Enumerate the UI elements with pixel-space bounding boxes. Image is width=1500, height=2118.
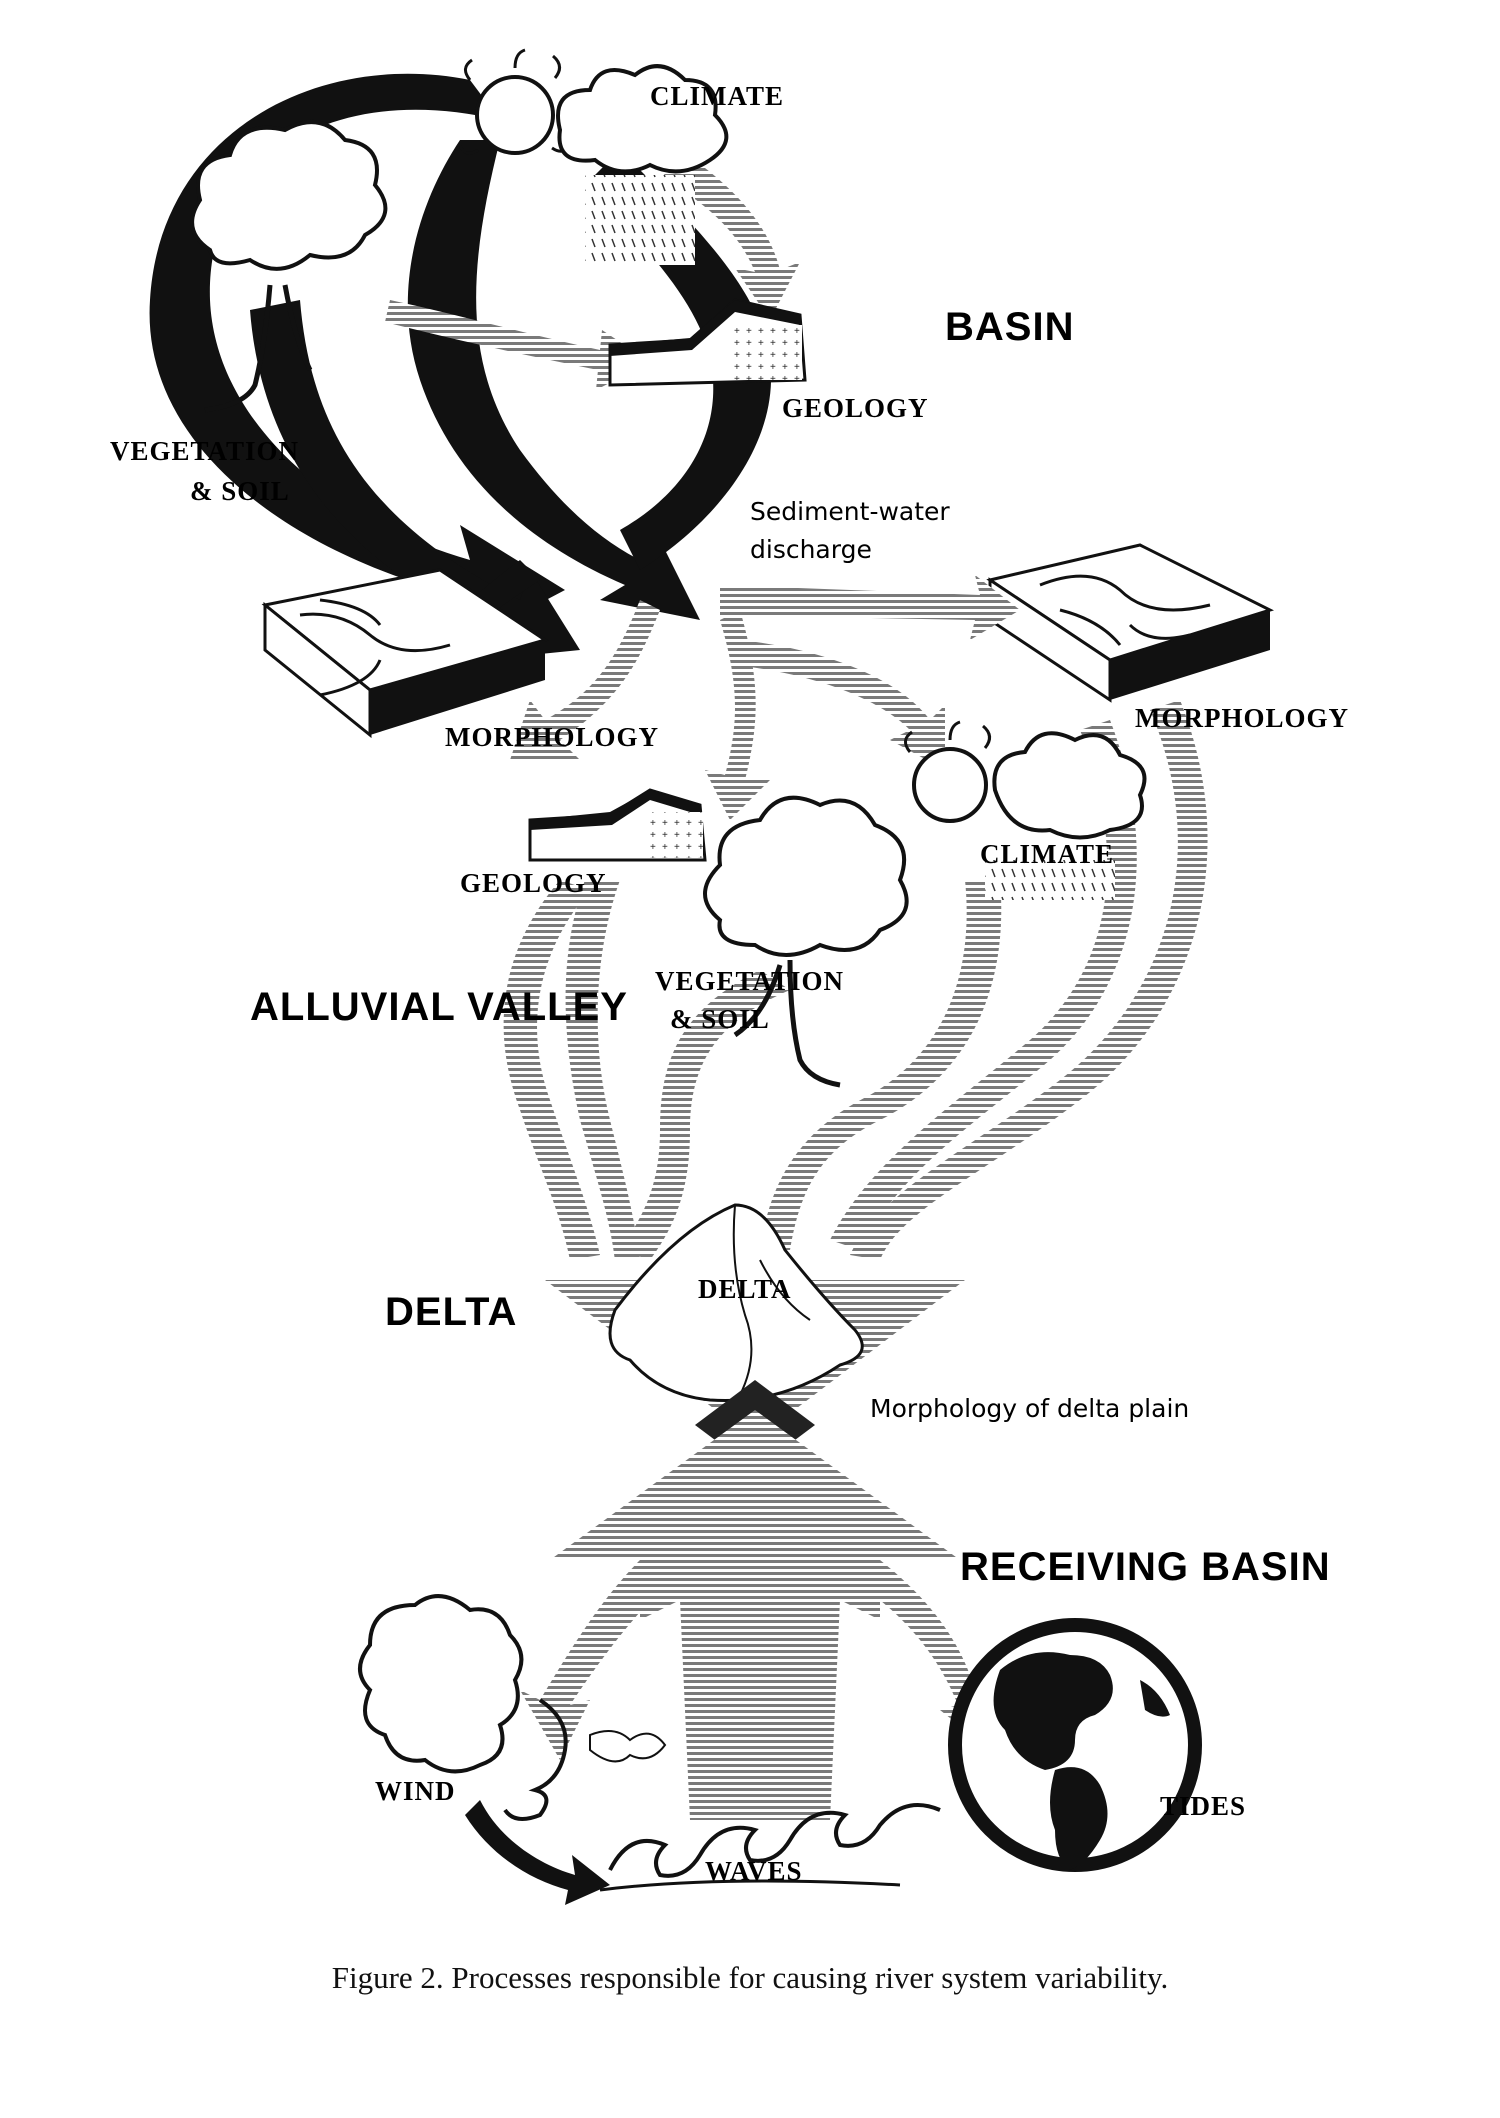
- waves-icon: [599, 1803, 941, 1892]
- globe-icon: [948, 1618, 1202, 1872]
- label-wind: WIND: [375, 1776, 456, 1806]
- label-delta-inside: DELTA: [698, 1274, 792, 1304]
- basin-tree-icon: [190, 120, 388, 413]
- label-sediment-2: discharge: [750, 535, 872, 564]
- label-climate-top: CLIMATE: [650, 81, 784, 111]
- basin-sun-icon: [458, 48, 572, 155]
- label-vegetation-mid-1: VEGETATION: [655, 966, 844, 996]
- label-alluvial-valley: ALLUVIAL VALLEY: [250, 985, 628, 1029]
- river-system-diagram: +: [110, 48, 1349, 1905]
- basin-cloud-icon: [556, 64, 729, 265]
- label-climate-mid: CLIMATE: [980, 839, 1114, 869]
- mid-cloud-icon: [985, 731, 1147, 900]
- label-vegetation-mid-2: & SOIL: [670, 1004, 770, 1034]
- mid-tree-icon: [703, 795, 909, 1088]
- delta-landform-icon: [608, 1203, 864, 1403]
- label-delta-section: DELTA: [385, 1290, 517, 1334]
- label-geology-top: GEOLOGY: [782, 393, 929, 423]
- wind-face-icon: [358, 1594, 667, 1905]
- label-receiving-basin: RECEIVING BASIN: [960, 1545, 1331, 1589]
- morphology-right-block-icon: [986, 543, 1274, 703]
- label-basin: BASIN: [945, 305, 1074, 349]
- label-vegetation-top-1: VEGETATION: [110, 436, 299, 466]
- geology-mid-block-icon: [528, 788, 707, 862]
- label-morphology-delta-plain: Morphology of delta plain: [870, 1394, 1189, 1423]
- label-tides: TIDES: [1160, 1791, 1246, 1821]
- basin-geology-block-icon: [608, 298, 807, 387]
- label-vegetation-top-2: & SOIL: [190, 476, 290, 506]
- receiving-basin-hatched-arrows: [520, 1410, 990, 1820]
- basin-hatched-arrows: [385, 150, 800, 390]
- label-morphology-right: MORPHOLOGY: [1135, 703, 1349, 733]
- figure-caption: Figure 2. Processes responsible for caus…: [331, 1960, 1169, 1995]
- label-morphology-left: MORPHOLOGY: [445, 722, 659, 752]
- morphology-left-block-icon: [261, 568, 549, 739]
- label-geology-mid: GEOLOGY: [460, 868, 607, 898]
- label-waves: WAVES: [705, 1856, 803, 1886]
- mid-sun-icon: [904, 720, 991, 823]
- label-sediment-1: Sediment-water: [750, 497, 950, 526]
